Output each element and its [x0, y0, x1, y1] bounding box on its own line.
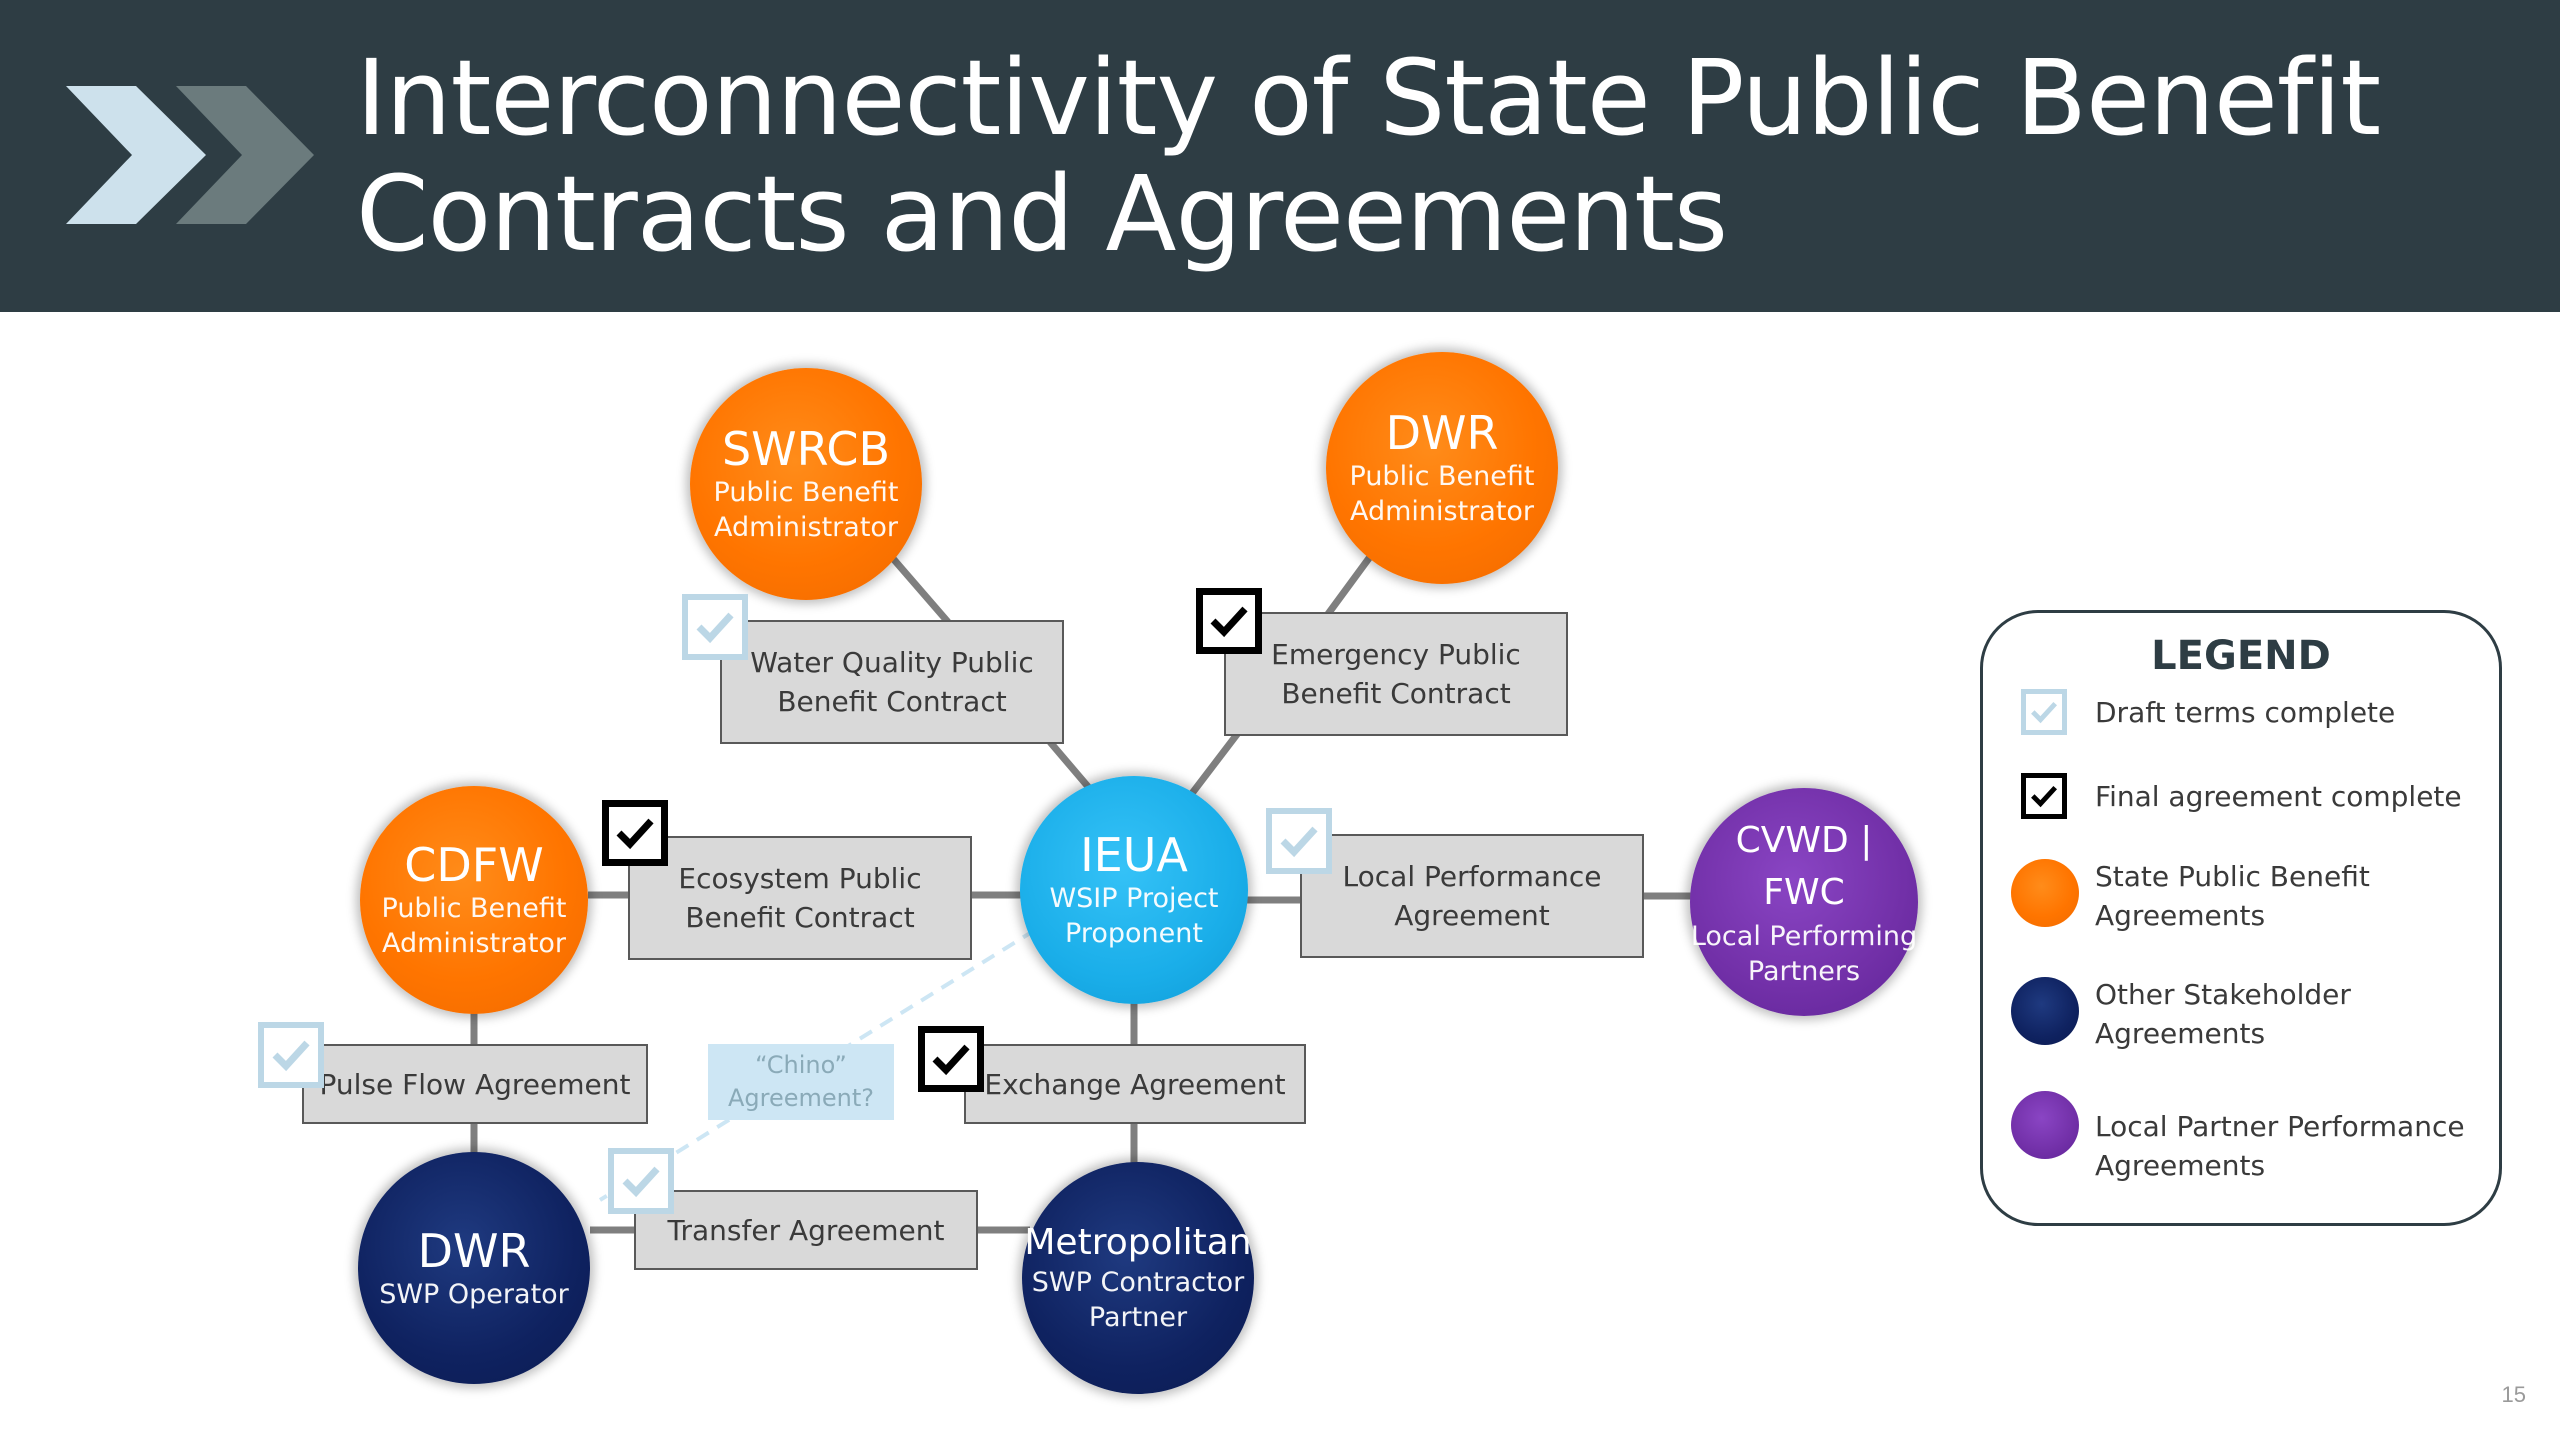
dwr-administrator-node: DWR Public Benefit Administrator	[1326, 352, 1558, 584]
final-checkbox-icon	[918, 1026, 984, 1092]
legend-local-label: Local Partner Performance Agreements	[2095, 1110, 2465, 1182]
navy-dot-icon	[2011, 977, 2079, 1045]
purple-dot-icon	[2011, 1091, 2079, 1159]
ieua-node: IEUA WSIP Project Proponent	[1020, 776, 1248, 1004]
chevron-arrows-icon	[66, 86, 314, 224]
legend-draft-label: Draft terms complete	[2095, 696, 2396, 729]
draft-checkbox-icon	[1266, 808, 1332, 874]
draft-checkbox-icon	[608, 1148, 674, 1214]
page-number: 15	[2501, 1382, 2526, 1407]
legend-final-label: Final agreement complete	[2095, 780, 2462, 813]
metropolitan-node: Metropolitan SWP Contractor Partner	[1022, 1162, 1254, 1394]
cdfw-node: CDFW Public Benefit Administrator	[360, 786, 588, 1014]
draft-checkbox-icon	[258, 1022, 324, 1088]
final-checkbox-icon	[1196, 588, 1262, 654]
draft-checkbox-icon	[2021, 689, 2067, 735]
chino-agreement-label: “Chino” Agreement?	[708, 1044, 894, 1120]
final-checkbox-icon	[602, 800, 668, 866]
legend-other-label: Other Stakeholder Agreements	[2095, 978, 2351, 1050]
title-banner: Interconnectivity of State Public Benefi…	[0, 0, 2560, 312]
orange-dot-icon	[2011, 859, 2079, 927]
swrcb-node: SWRCB Public Benefit Administrator	[690, 368, 922, 600]
final-checkbox-icon	[2021, 773, 2067, 819]
legend-state-label: State Public Benefit Agreements	[2095, 860, 2370, 932]
legend-title: LEGEND	[2151, 633, 2331, 679]
pulse-flow-agreement-box: Pulse Flow Agreement	[302, 1044, 648, 1124]
water-quality-contract-box: Water Quality Public Benefit Contract	[720, 620, 1064, 744]
local-performance-agreement-box: Local Performance Agreement	[1300, 834, 1644, 958]
ecosystem-contract-box: Ecosystem Public Benefit Contract	[628, 836, 972, 960]
draft-checkbox-icon	[682, 594, 748, 660]
dwr-swp-operator-node: DWR SWP Operator	[358, 1152, 590, 1384]
cvwd-fwc-node: CVWD | FWC Local Performing Partners	[1690, 788, 1918, 1016]
exchange-agreement-box: Exchange Agreement	[964, 1044, 1306, 1124]
legend-panel: LEGEND Draft terms complete Final agreem…	[1980, 610, 2502, 1226]
emergency-contract-box: Emergency Public Benefit Contract	[1224, 612, 1568, 736]
transfer-agreement-box: Transfer Agreement	[634, 1190, 978, 1270]
page-title: Interconnectivity of State Public Benefi…	[356, 37, 2381, 275]
